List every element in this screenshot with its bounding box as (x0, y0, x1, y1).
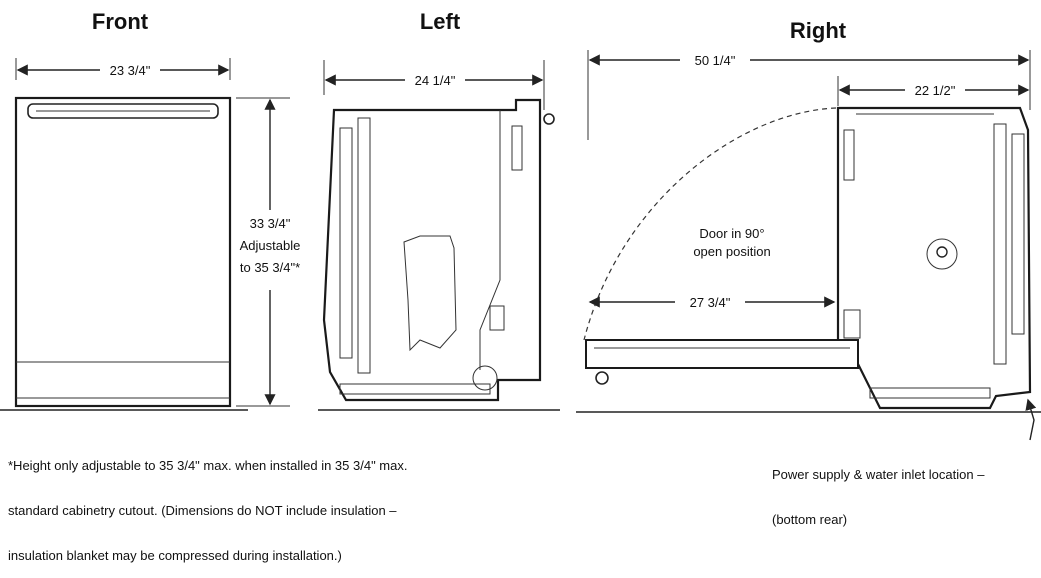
front-adjustable-label: Adjustable (240, 238, 301, 253)
footnote-line-2: standard cabinetry cutout. (Dimensions d… (8, 503, 397, 518)
right-door-note-line2: open position (693, 244, 770, 259)
front-height-label: 33 3/4" (250, 216, 291, 231)
left-spray-arm-bracket (403, 235, 457, 352)
right-title: Right (790, 18, 847, 43)
front-adjustable-max-label: to 35 3/4"* (240, 260, 300, 275)
left-side-rail (339, 127, 353, 359)
power-note-line-2: (bottom rear) (772, 512, 848, 527)
right-door-depth-label: 27 3/4" (690, 295, 731, 310)
right-view: Right 50 1/4" 22 1/2" 27 3/4" Door in 90… (576, 18, 1041, 441)
left-wheel-assembly (472, 365, 498, 391)
right-front-slot (843, 129, 855, 181)
left-connector-knob (543, 113, 555, 125)
right-inlet-valve-icon (936, 246, 948, 258)
right-base-frame (869, 387, 991, 399)
right-depth-label: 22 1/2" (915, 83, 956, 98)
right-total-depth-label: 50 1/4" (695, 53, 736, 68)
footnote-line-3: insulation blanket may be compressed dur… (8, 548, 342, 563)
right-access-panel (843, 309, 861, 339)
footnote-line-1: *Height only adjustable to 35 3/4" max. … (8, 458, 408, 473)
front-view: Front 23 3/4" 33 3/4" Adjustable to 35 3… (0, 9, 301, 411)
right-door-swing-arc (583, 107, 837, 341)
left-depth-label: 24 1/4" (415, 73, 456, 88)
left-rear-slot (511, 125, 523, 171)
front-title: Front (92, 9, 149, 34)
right-open-door (585, 339, 859, 369)
left-title: Left (420, 9, 461, 34)
right-rack-rail (993, 123, 1007, 365)
front-width-label: 23 3/4" (110, 63, 151, 78)
right-tub-outline (836, 106, 1032, 410)
power-note: Power supply & water inlet location – (b… (772, 437, 984, 542)
right-door-wheel (595, 371, 609, 385)
front-door-panel (14, 96, 232, 408)
left-tub-outline (322, 98, 542, 402)
left-rear-wall (479, 110, 501, 370)
diagram-canvas: Front 23 3/4" 33 3/4" Adjustable to 35 3… (0, 9, 1041, 441)
right-door-note-line1: Door in 90° (699, 226, 764, 241)
right-side-rail (1011, 133, 1025, 335)
left-rack-rail (357, 117, 371, 374)
dishwasher-dimension-diagram: Front 23 3/4" 33 3/4" Adjustable to 35 3… (0, 9, 1041, 563)
left-view: Left 24 1/4" (318, 9, 560, 411)
left-access-panel (489, 305, 505, 331)
footnote: *Height only adjustable to 35 3/4" max. … (8, 428, 407, 578)
power-note-line-1: Power supply & water inlet location – (772, 467, 985, 482)
right-power-pointer (1025, 398, 1037, 441)
right-water-inlet-icon (926, 238, 958, 270)
